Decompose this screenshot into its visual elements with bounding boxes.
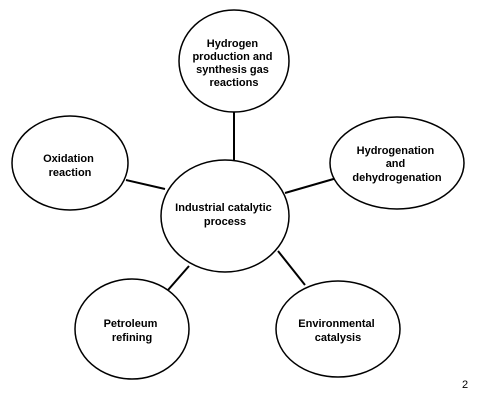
- node-hydrogenation-label: Hydrogenation and dehydrogenation: [352, 145, 442, 184]
- page-number: 2: [462, 379, 469, 391]
- node-petroleum-refining-label: Petroleum refining: [104, 318, 161, 344]
- connector-environmental-catalysis: [277, 250, 306, 286]
- node-hydrogen-production-label: Hydrogen production and synthesis gas re…: [192, 38, 275, 89]
- center-node: Industrial catalytic process: [160, 159, 290, 273]
- node-oxidation-reaction-label: Oxidation reaction: [43, 153, 97, 179]
- node-hydrogen-production: Hydrogen production and synthesis gas re…: [178, 9, 290, 113]
- connector-hydrogenation: [284, 177, 338, 194]
- node-oxidation-reaction: Oxidation reaction: [11, 115, 129, 211]
- center-node-label: Industrial catalytic process: [175, 202, 275, 228]
- connector-petroleum-refining: [167, 265, 190, 291]
- connector-oxidation-reaction: [125, 179, 166, 190]
- node-petroleum-refining: Petroleum refining: [74, 278, 190, 380]
- node-hydrogenation: Hydrogenation and dehydrogenation: [329, 116, 465, 210]
- node-environmental-catalysis: Environmental catalysis: [275, 280, 401, 378]
- node-environmental-catalysis-label: Environmental catalysis: [298, 318, 377, 344]
